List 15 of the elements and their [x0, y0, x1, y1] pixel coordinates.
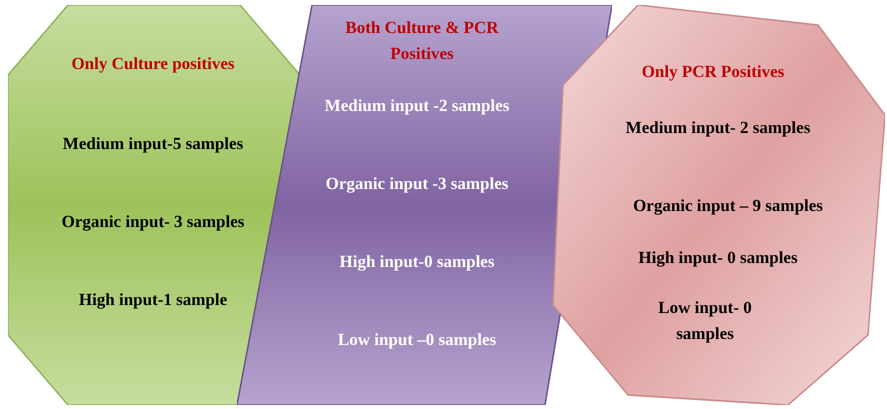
- count-text: High input- 0 samples: [637, 247, 799, 269]
- octagon-panel: [8, 5, 300, 405]
- count-text: Organic input- 3 samples: [60, 211, 246, 233]
- count-text: High input-1 sample: [78, 289, 228, 311]
- count-text: Medium input -2 samples: [324, 95, 510, 117]
- count-text: Organic input -3 samples: [324, 173, 510, 195]
- count-text: Low input- 0 samples: [657, 297, 753, 345]
- count-text: High input-0 samples: [338, 251, 496, 273]
- count-text: Medium input-5 samples: [62, 133, 244, 155]
- heading-text: Only Culture positives: [70, 53, 236, 75]
- heading-text: Only PCR Positives: [640, 61, 786, 83]
- count-text: Low input –0 samples: [336, 329, 498, 351]
- count-text: Medium input- 2 samples: [624, 117, 812, 139]
- count-text: Organic input – 9 samples: [632, 195, 824, 217]
- heading-text: Both Culture & PCR Positives: [344, 17, 500, 65]
